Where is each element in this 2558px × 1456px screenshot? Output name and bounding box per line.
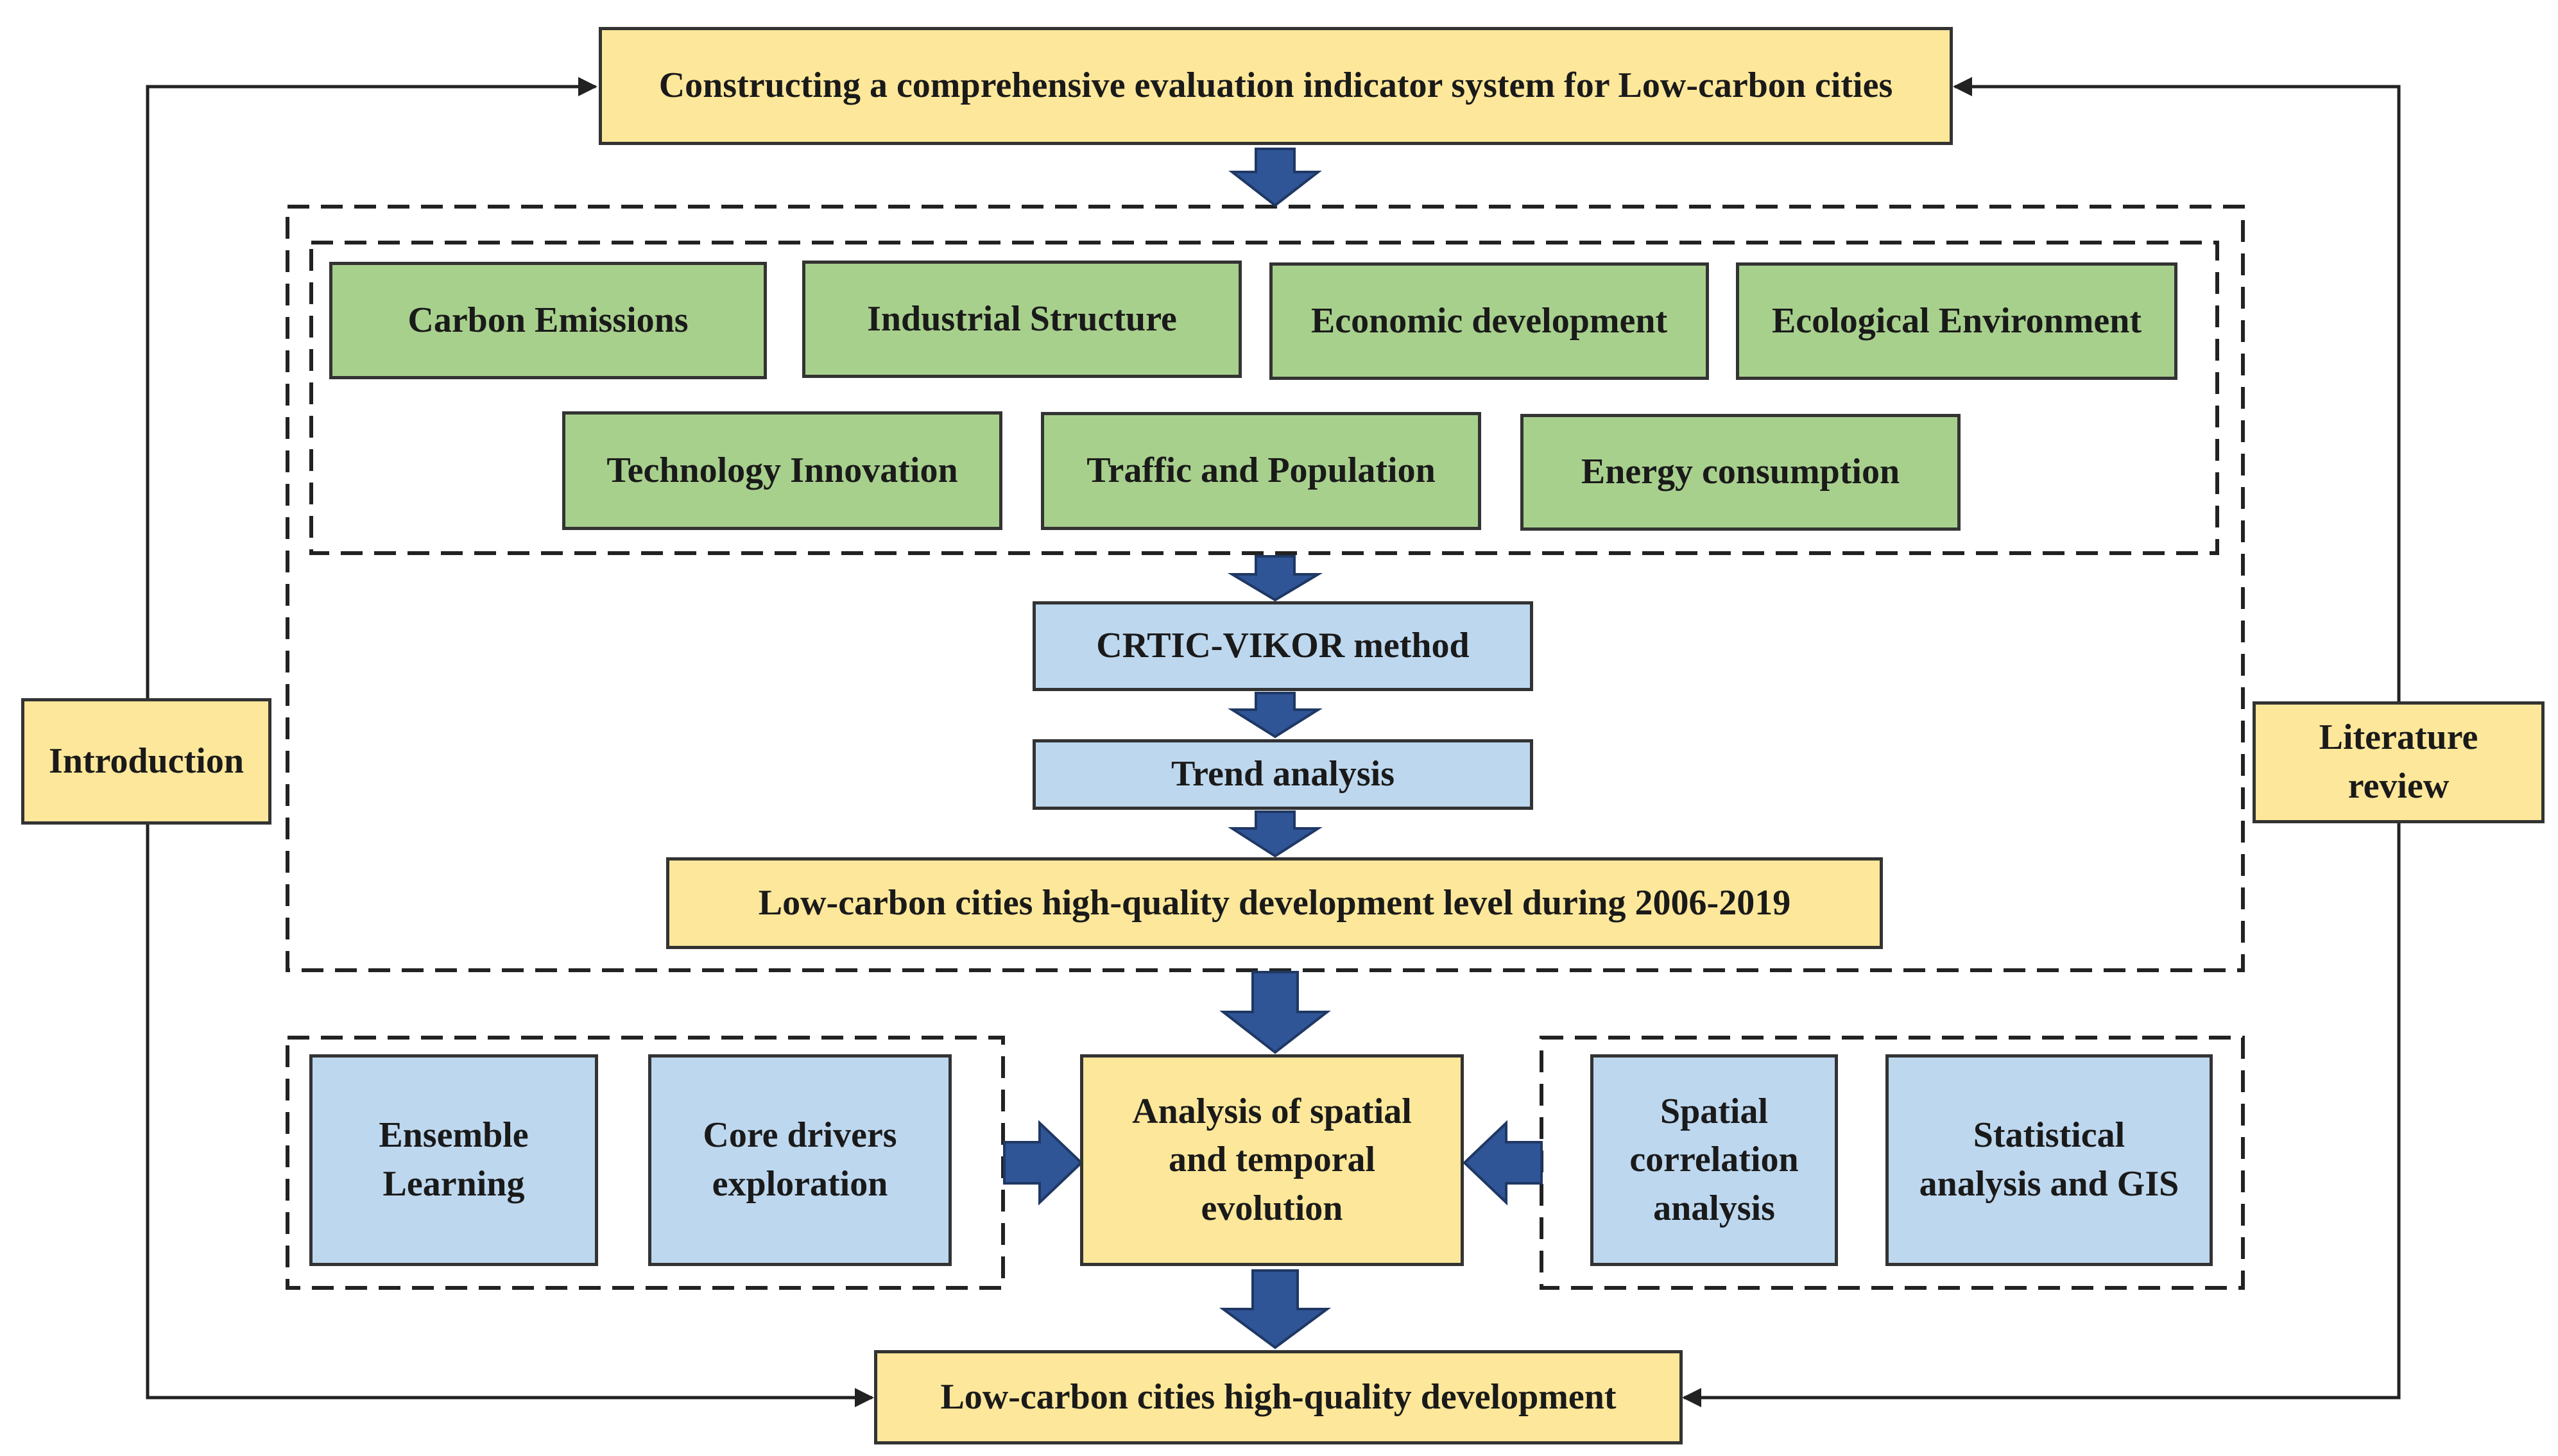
down-arrow-6 bbox=[1219, 1269, 1332, 1349]
development-level-label: Low-carbon cities high-quality developme… bbox=[758, 882, 1791, 923]
introduction-box: Introduction bbox=[21, 698, 271, 825]
indicator-traffic-population: Traffic and Population bbox=[1041, 412, 1481, 530]
indicator-energy-consumption: Energy consumption bbox=[1520, 414, 1961, 531]
statistical-gis-box: Statistical analysis and GIS bbox=[1885, 1054, 2213, 1266]
core-drivers-box: Core drivers exploration bbox=[648, 1054, 952, 1266]
indicator-group-frame bbox=[309, 241, 2219, 555]
literature-review-line-2: review bbox=[2348, 766, 2450, 806]
core-drivers-line-1: Core drivers bbox=[703, 1115, 897, 1156]
spatial-temporal-line-2: and temporal bbox=[1169, 1140, 1375, 1180]
development-level-box: Low-carbon cities high-quality developme… bbox=[666, 857, 1883, 949]
indicator-label: Energy consumption bbox=[1581, 452, 1900, 492]
indicator-system-box: Constructing a comprehensive evaluation … bbox=[599, 27, 1953, 145]
right-arrow-left-group bbox=[1003, 1120, 1083, 1206]
introduction-label: Introduction bbox=[49, 741, 244, 781]
main-process-frame bbox=[286, 205, 2245, 972]
literature-review-line-1: Literature bbox=[2319, 717, 2478, 758]
review-to-bottom-connector bbox=[1682, 823, 2401, 1407]
core-drivers-line-2: exploration bbox=[712, 1164, 888, 1204]
high-quality-development-label: Low-carbon cities high-quality developme… bbox=[940, 1376, 1617, 1417]
ensemble-learning-line-2: Learning bbox=[382, 1164, 525, 1204]
crtic-vikor-label: CRTIC-VIKOR method bbox=[1096, 626, 1470, 666]
statistical-gis-line-2: analysis and GIS bbox=[1919, 1164, 2179, 1204]
down-arrow-2 bbox=[1227, 555, 1323, 602]
ensemble-learning-line-1: Ensemble bbox=[379, 1115, 529, 1156]
spatial-correlation-line-1: Spatial bbox=[1660, 1091, 1769, 1131]
spatial-temporal-evolution-box: Analysis of spatial and temporal evoluti… bbox=[1080, 1054, 1464, 1266]
indicator-technology-innovation: Technology Innovation bbox=[562, 411, 1002, 530]
ensemble-learning-box: Ensemble Learning bbox=[309, 1054, 598, 1266]
spatial-correlation-box: Spatial correlation analysis bbox=[1590, 1054, 1838, 1266]
trend-analysis-label: Trend analysis bbox=[1171, 754, 1395, 794]
literature-review-box: Literature review bbox=[2253, 701, 2545, 823]
indicator-label: Ecological Environment bbox=[1771, 300, 2142, 341]
indicator-system-label: Constructing a comprehensive evaluation … bbox=[658, 65, 1893, 106]
spatial-temporal-line-3: evolution bbox=[1201, 1188, 1343, 1228]
spatial-temporal-line-1: Analysis of spatial bbox=[1132, 1091, 1412, 1131]
indicator-label: Industrial Structure bbox=[867, 298, 1177, 339]
trend-analysis-box: Trend analysis bbox=[1033, 739, 1533, 810]
indicator-carbon-emissions: Carbon Emissions bbox=[329, 262, 767, 379]
indicator-economic-development: Economic development bbox=[1269, 262, 1709, 380]
crtic-vikor-method-box: CRTIC-VIKOR method bbox=[1033, 601, 1533, 691]
statistical-gis-line-1: Statistical bbox=[1973, 1115, 2125, 1156]
indicator-label: Economic development bbox=[1310, 300, 1668, 341]
down-arrow-1 bbox=[1228, 148, 1322, 207]
intro-to-top-connector bbox=[146, 77, 597, 698]
indicator-label: Traffic and Population bbox=[1086, 450, 1436, 491]
indicator-industrial-structure: Industrial Structure bbox=[802, 261, 1242, 378]
down-arrow-3 bbox=[1228, 692, 1323, 739]
indicator-label: Technology Innovation bbox=[606, 450, 958, 490]
review-to-top-connector bbox=[1953, 77, 2401, 701]
spatial-correlation-line-3: analysis bbox=[1653, 1188, 1775, 1228]
indicator-ecological-environment: Ecological Environment bbox=[1736, 262, 2177, 380]
high-quality-development-box: Low-carbon cities high-quality developme… bbox=[874, 1350, 1683, 1444]
indicator-label: Carbon Emissions bbox=[408, 300, 689, 340]
spatial-correlation-line-2: correlation bbox=[1629, 1140, 1799, 1180]
down-arrow-5 bbox=[1219, 971, 1331, 1054]
down-arrow-4 bbox=[1228, 810, 1323, 858]
left-arrow-right-group bbox=[1463, 1120, 1543, 1206]
intro-to-bottom-connector bbox=[146, 825, 874, 1407]
